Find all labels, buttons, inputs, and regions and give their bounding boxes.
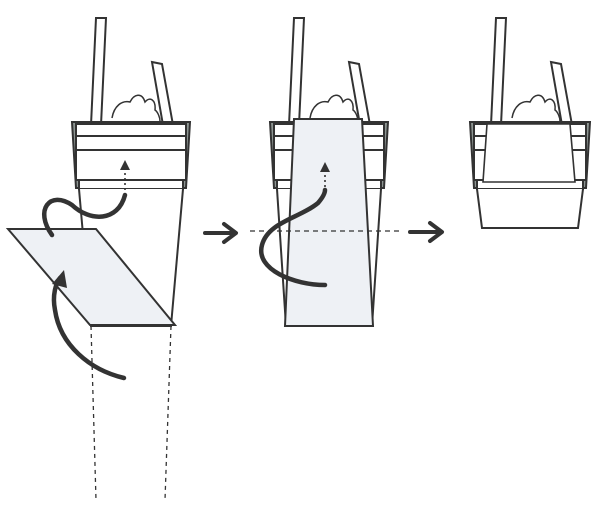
sheet-icon (283, 118, 375, 327)
stick-icon (489, 17, 574, 126)
curved-arrow-icon (259, 187, 328, 288)
curved-arrow-icon (41, 192, 128, 238)
crumpled-top (111, 94, 161, 122)
sheet-icon (5, 228, 178, 326)
arrow-right-icon (203, 222, 238, 244)
crumpled-top (511, 94, 561, 122)
crumpled-top (309, 94, 359, 122)
curved-arrow-icon (51, 275, 127, 381)
dashed-guide-line (90, 325, 172, 501)
step-3 (468, 17, 592, 229)
arrow-right-icon (408, 221, 444, 243)
sheet-icon (482, 123, 576, 183)
step-2 (250, 17, 400, 327)
step-1 (5, 17, 192, 501)
